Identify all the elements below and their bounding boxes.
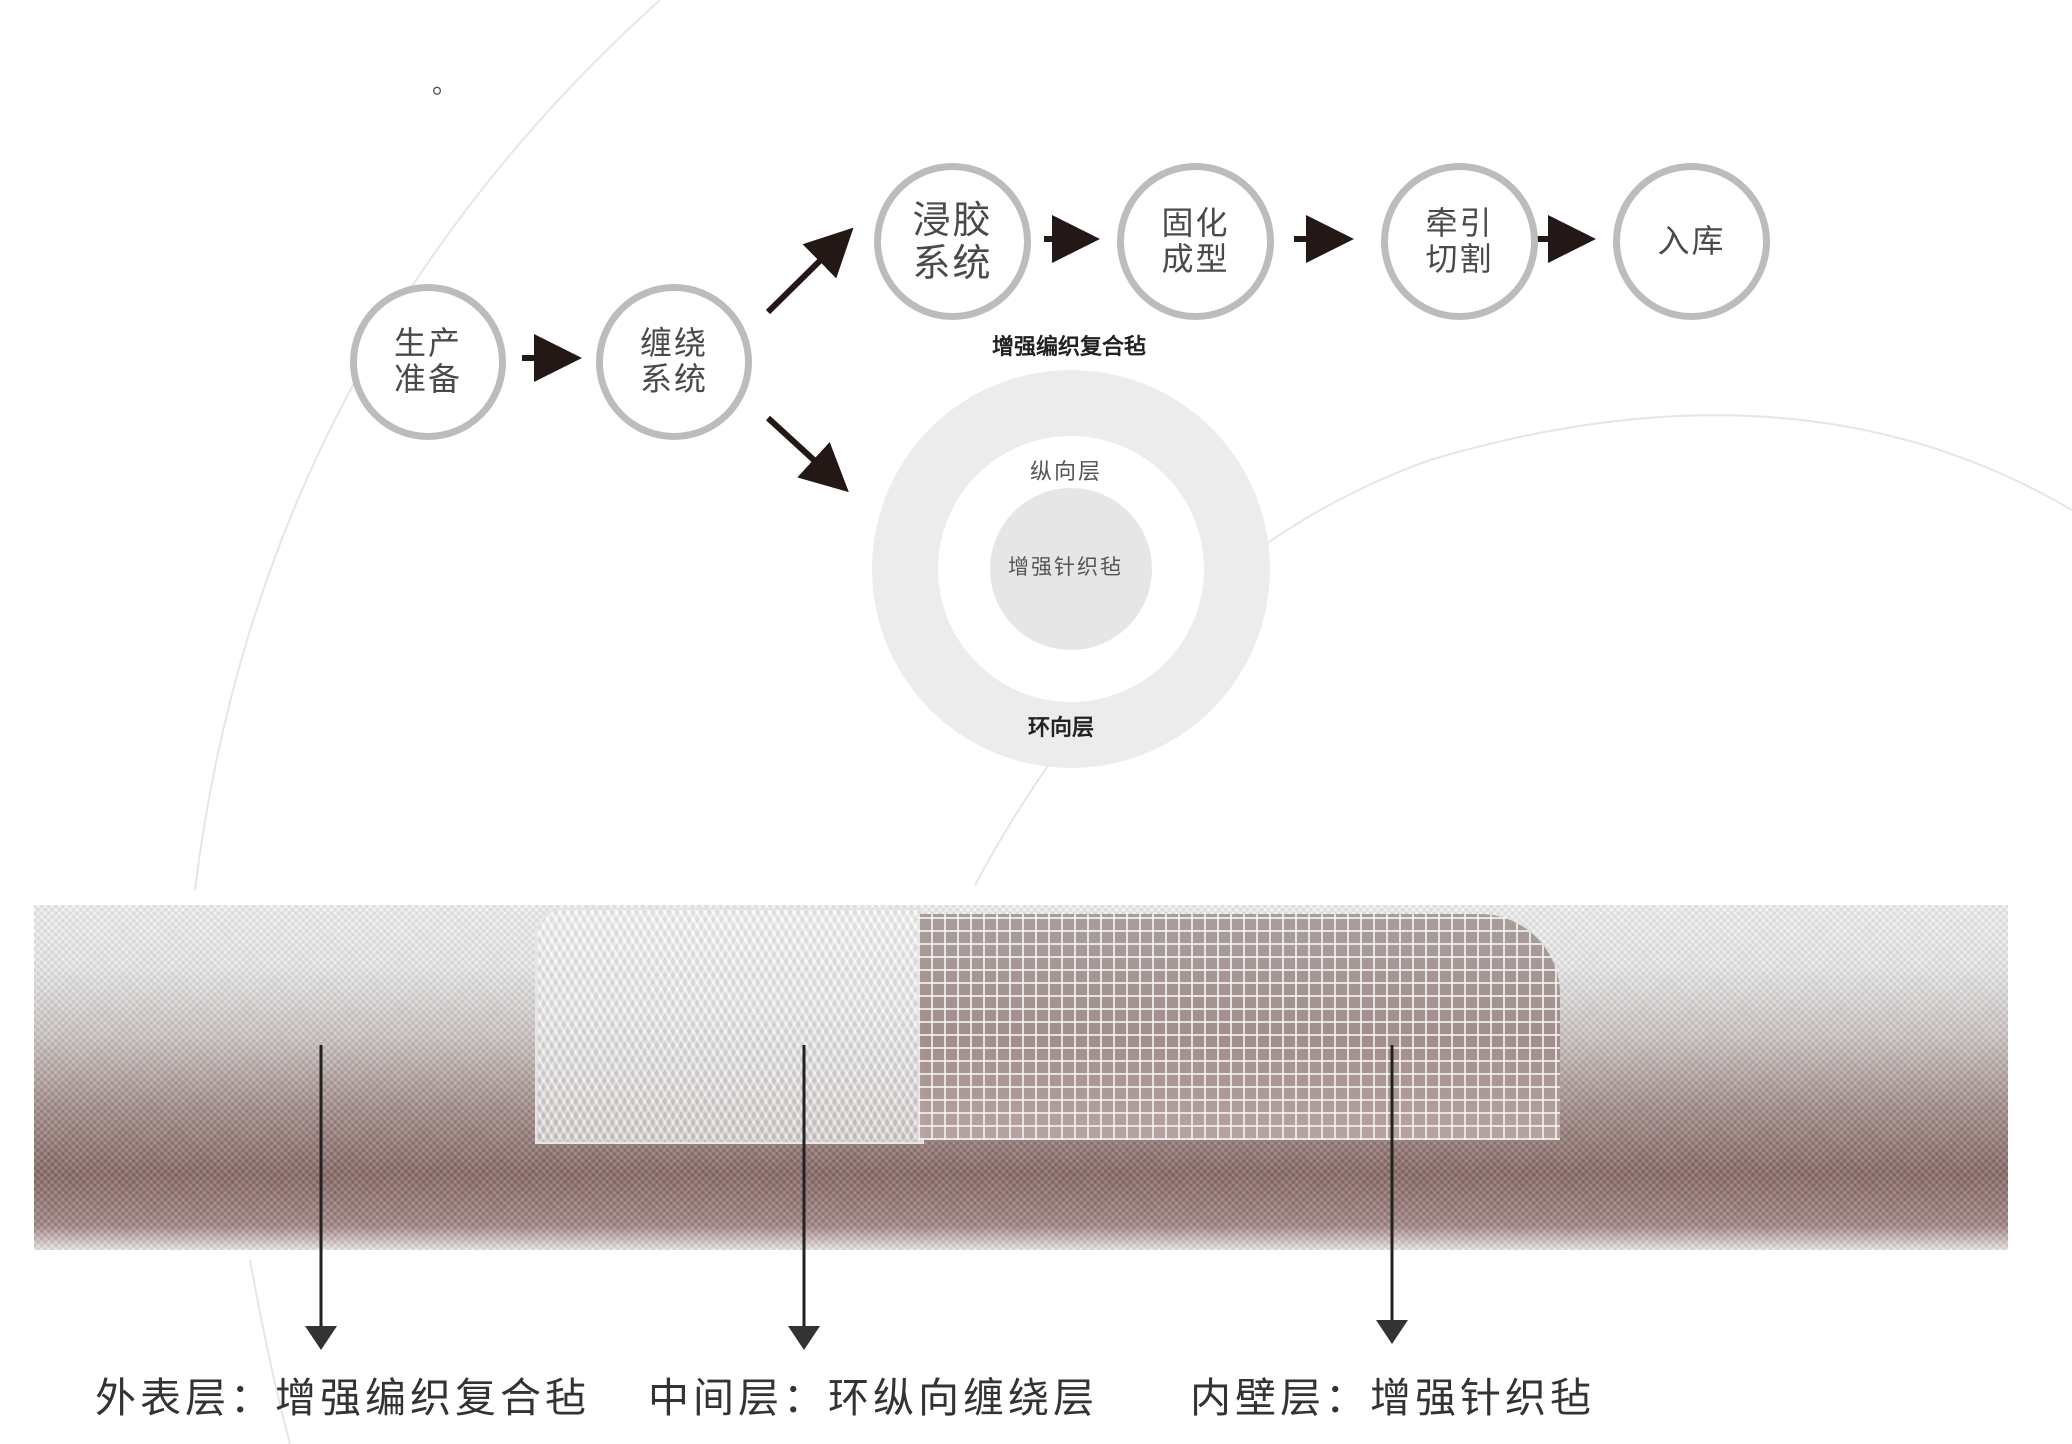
pipe-middle-winding-layer xyxy=(535,908,924,1144)
pipe-inner-mesh-layer xyxy=(918,914,1560,1140)
outer-layer-label: 外表层：增强编织复合毡 xyxy=(95,1374,590,1422)
arrow-winding-to-layers xyxy=(765,415,849,493)
pointer-outer-head xyxy=(305,1326,337,1350)
pointer-middle-head xyxy=(788,1326,820,1350)
pointer-inner-head xyxy=(1376,1320,1408,1344)
node-production-prep: 生产准备 xyxy=(350,284,506,440)
node-storage: 入库 xyxy=(1613,163,1770,320)
node-curing-forming: 固化成型 xyxy=(1117,163,1274,320)
node-winding-system: 缠绕系统 xyxy=(596,284,752,440)
knitted-felt-label: 增强针织毡 xyxy=(1008,555,1123,579)
middle-layer-label: 中间层：环纵向缠绕层 xyxy=(648,1374,1098,1422)
inner-layer-label: 内壁层：增强针织毡 xyxy=(1190,1374,1595,1422)
node-impregnation-system: 浸胶系统 xyxy=(874,163,1031,320)
knitted-felt-core xyxy=(990,488,1152,650)
arrow-winding-to-impregnate xyxy=(765,227,854,315)
hoop-layer-label: 环向层 xyxy=(1028,716,1095,741)
longitudinal-layer-label: 纵向层 xyxy=(1030,460,1103,485)
node-pulling-cutting: 牵引切割 xyxy=(1381,163,1538,320)
decorative-mark: 。 xyxy=(432,70,459,100)
composite-felt-caption: 增强编织复合毡 xyxy=(992,335,1147,360)
